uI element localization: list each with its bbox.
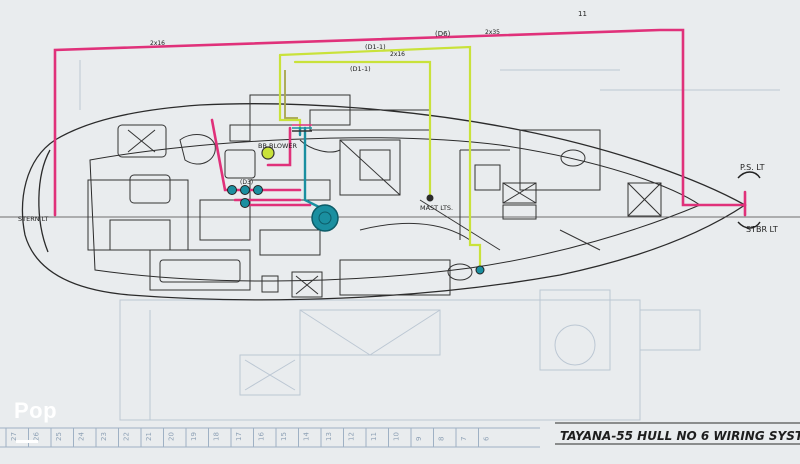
- ruler-number: 10: [393, 432, 401, 441]
- mast-light-label: MAST LTS.: [420, 204, 453, 212]
- wire-code-a-label: 2x16: [150, 40, 165, 47]
- drawing-title: TAYANA-55 HULL NO 6 WIRING SYSTEM: [560, 429, 800, 443]
- ruler-number: 14: [303, 432, 311, 441]
- wire-pink-circuit: [53, 28, 747, 217]
- circuit-d6-label: (D6): [435, 30, 451, 38]
- wire-code-c-label: 2x16: [390, 51, 405, 58]
- watermark-logo: Pop: [14, 398, 58, 423]
- ruler-number: 15: [280, 432, 288, 441]
- watermark-underline: [16, 440, 38, 443]
- ruler-number: 24: [78, 432, 86, 441]
- blueprint-underlay: [79, 60, 780, 421]
- stern-light-label: STERN LT: [18, 215, 48, 223]
- bb-blower-label: BB BLOWER: [258, 142, 297, 150]
- ruler-number: 27: [10, 432, 18, 441]
- ruler-number: 25: [55, 432, 63, 441]
- switch-icon: [475, 265, 485, 275]
- ruler-number: 20: [168, 432, 176, 441]
- switch-icon: [240, 198, 250, 208]
- ruler-number: 21: [145, 432, 153, 441]
- ruler-number: 7: [460, 437, 468, 441]
- wire-olive-circuit: [284, 70, 298, 119]
- ruler-number: 6: [483, 436, 491, 441]
- circuit-d1-1b-label: (D1-1): [350, 65, 371, 73]
- ruler-number: 18: [213, 432, 221, 441]
- circuit-d1-1-label: (D1-1): [365, 43, 386, 51]
- bilge-pump-icon: [311, 204, 339, 232]
- starboard-light-label: STBR LT: [746, 225, 778, 234]
- mast-light-junction-icon: [426, 194, 434, 202]
- ruler-number: 13: [325, 432, 333, 441]
- circuit-d3-label: (D3): [240, 179, 253, 186]
- port-light-icon: [737, 171, 761, 179]
- components: [227, 146, 761, 275]
- interior-details: [87, 94, 662, 298]
- ruler-number: 16: [258, 432, 266, 441]
- switch-icon: [240, 185, 250, 195]
- title-block: TAYANA-55 HULL NO 6 WIRING SYSTEM: [555, 422, 800, 445]
- switch-icon: [253, 185, 263, 195]
- page-mark-label: 11: [578, 10, 587, 18]
- ruler-number: 9: [415, 437, 423, 441]
- starboard-light-icon: [737, 221, 761, 229]
- ruler: 27 26 25 24 23 22 21 20 19 18 17 16 15 14 13 12 11 10 9 8 7 6: [0, 427, 540, 448]
- port-light-label: P.S. LT: [740, 163, 765, 172]
- ruler-number: 26: [33, 432, 41, 441]
- wire-code-b-label: 2x35: [485, 29, 500, 36]
- ruler-number: 17: [235, 432, 243, 441]
- wire-bundle: [292, 124, 312, 132]
- ruler-number: 19: [190, 432, 198, 441]
- ruler-number: 22: [123, 432, 131, 441]
- ruler-number: 12: [348, 432, 356, 441]
- labels: P.S. LT STBR LT STERN LT BB BLOWER MAST …: [18, 10, 778, 234]
- ruler-number: 11: [370, 432, 378, 441]
- ruler-number: 8: [438, 437, 446, 441]
- switch-icon: [227, 185, 237, 195]
- ruler-number: 23: [100, 432, 108, 441]
- blower-icon: [261, 146, 275, 160]
